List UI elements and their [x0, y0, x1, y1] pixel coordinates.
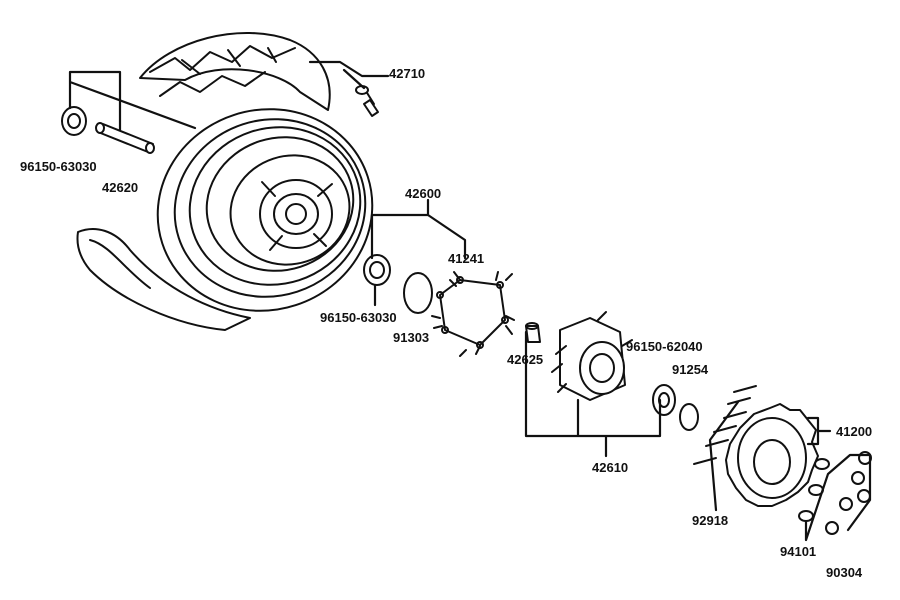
- bearing-left: [61, 106, 87, 136]
- label-42620: 42620: [102, 180, 139, 195]
- sprocket-hub: [551, 311, 633, 401]
- label-96150-63030-mid: 96150-63030: [320, 310, 397, 325]
- sprocket: [725, 403, 819, 507]
- label-94101: 94101: [780, 544, 817, 559]
- label-92918: 92918: [692, 513, 729, 528]
- label-42610: 42610: [592, 460, 629, 475]
- studs: [693, 385, 757, 465]
- bearing-mid: [363, 254, 391, 286]
- label-91303: 91303: [393, 330, 430, 345]
- label-41241: 41241: [448, 251, 485, 266]
- label-42710: 42710: [389, 66, 426, 81]
- collar: [525, 322, 541, 343]
- label-41200: 41200: [836, 424, 873, 439]
- o-ring: [403, 272, 433, 314]
- label-96150-62040: 96150-62040: [626, 339, 703, 354]
- leader-lines: [68, 60, 872, 542]
- spacer-tube: [95, 122, 155, 154]
- tire-valve: [355, 85, 379, 117]
- nuts: [825, 451, 872, 535]
- label-42600: 42600: [405, 186, 442, 201]
- label-91254: 91254: [672, 362, 709, 377]
- label-96150-63030-left: 96150-63030: [20, 159, 97, 174]
- damper-rubber-set: [431, 271, 515, 357]
- tire-lower: [76, 228, 251, 331]
- label-90304: 90304: [826, 565, 863, 580]
- bearing-right: [652, 384, 676, 416]
- tire-upper: [139, 32, 331, 111]
- wheel-rim: [156, 108, 374, 312]
- o-ring-right: [679, 403, 699, 431]
- label-42625: 42625: [507, 352, 544, 367]
